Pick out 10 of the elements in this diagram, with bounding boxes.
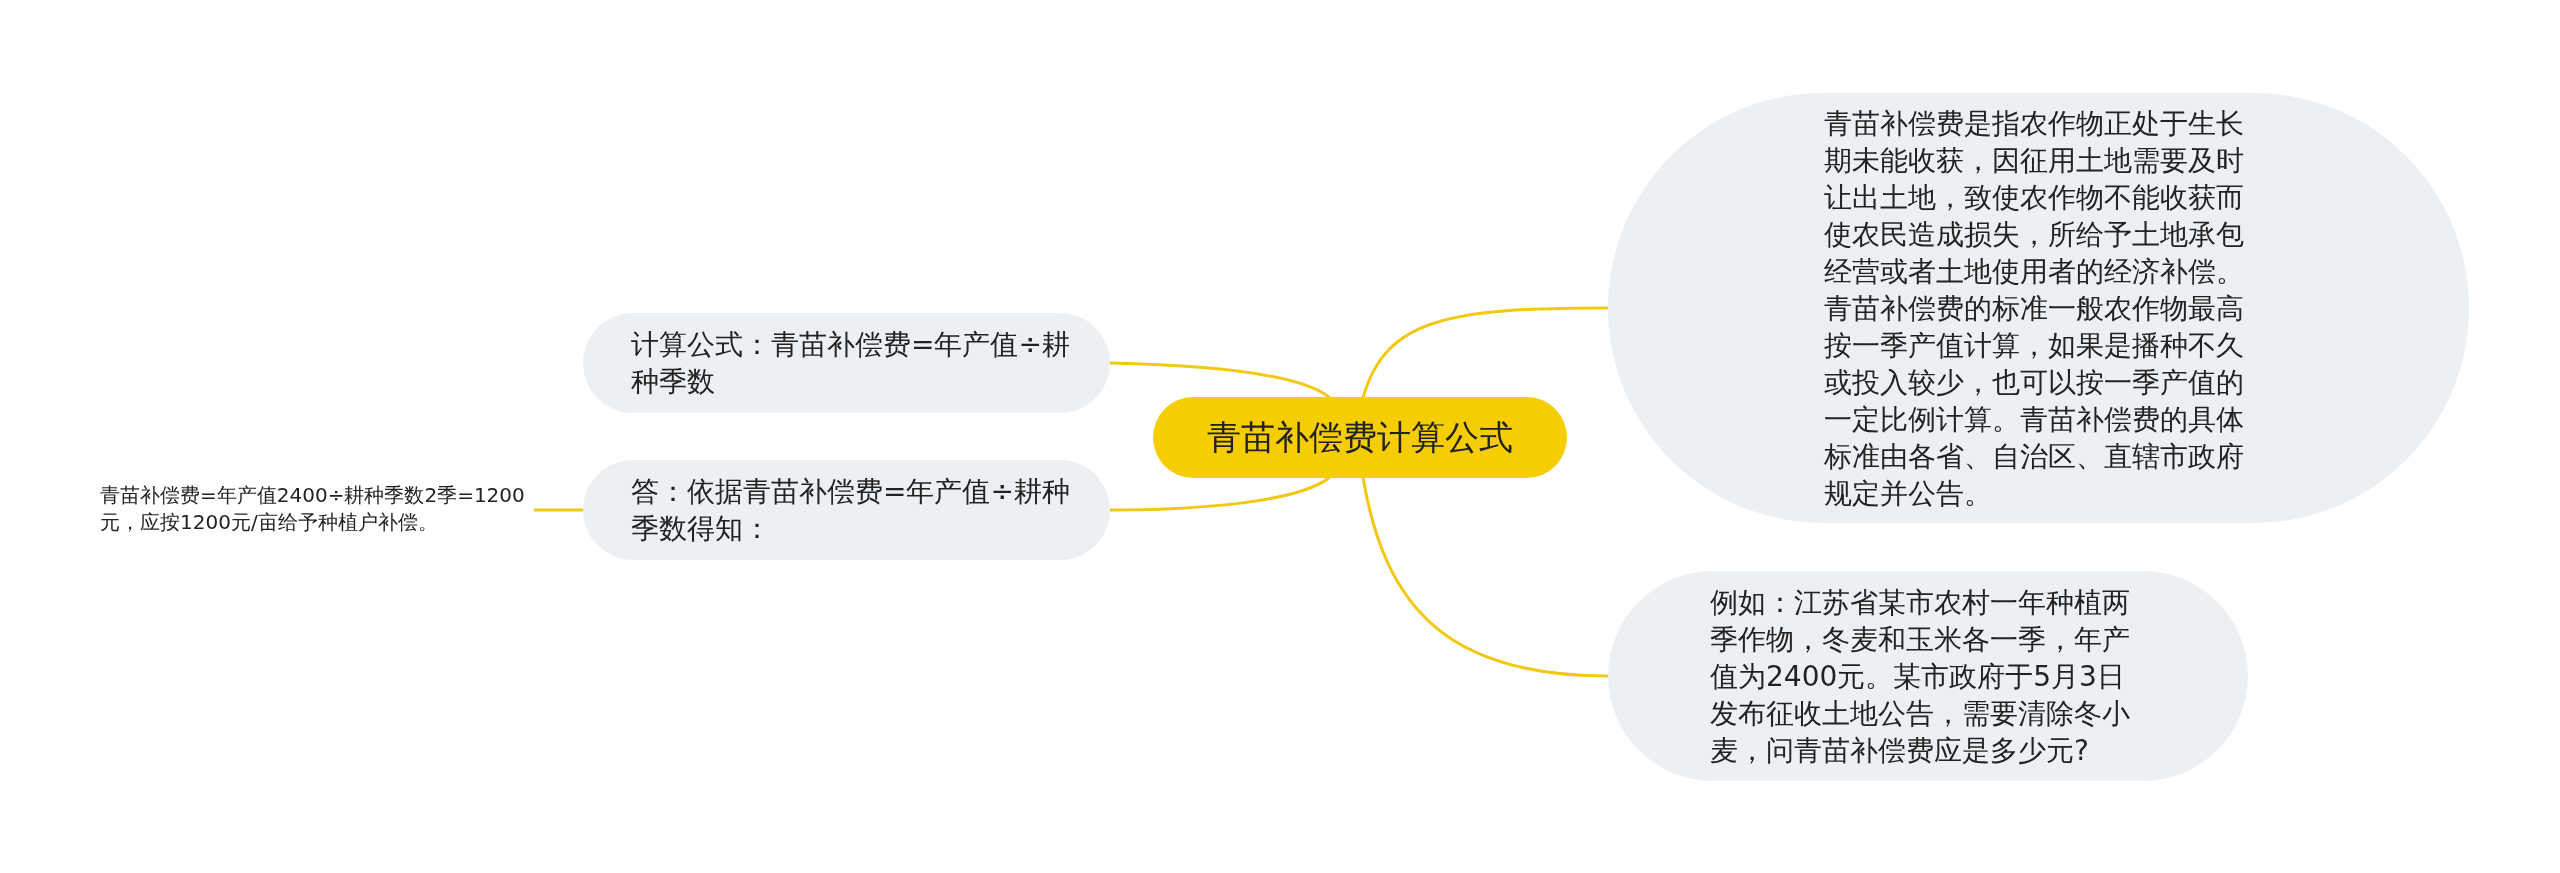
topic-bubble: 计算公式：青苗补偿费=年产值÷耕种季数 — [583, 313, 1110, 413]
topic-bubble: 答：依据青苗补偿费=年产值÷耕种季数得知： — [583, 460, 1110, 560]
connector-line — [1110, 475, 1331, 512]
topic-bubble: 青苗补偿费是指农作物正处于生长期未能收获，因征用土地需要及时让出土地，致使农作物不能收获而使农民造成损失，所给予土地承包经营或者土地使用者的经济补偿。青苗补偿费的标准一般农作物最高按一季产值计算，如果是播种不久或投入较少，也可以按一季产值的一定比例计算。青苗补偿费的具体标准由各省、自治区、直辖市政府规定并公告。 — [1608, 93, 2469, 523]
note-text: 青苗补偿费=年产值2400÷耕种季数2季=1200元，应按1200元/亩给予种植户补偿。 — [100, 478, 532, 540]
connector-line — [1361, 306, 1608, 399]
connector-line — [1109, 361, 1331, 400]
connector-line — [534, 508, 583, 512]
topic-bubble: 例如：江苏省某市农村一年种植两季作物，冬麦和玉米各一季，年产值为2400元。某市政府于5月3日发布征收土地公告，需要清除冬小麦，问青苗补偿费应是多少元? — [1608, 571, 2248, 781]
central-topic-box: 青苗补偿费计算公式 — [1153, 397, 1567, 478]
